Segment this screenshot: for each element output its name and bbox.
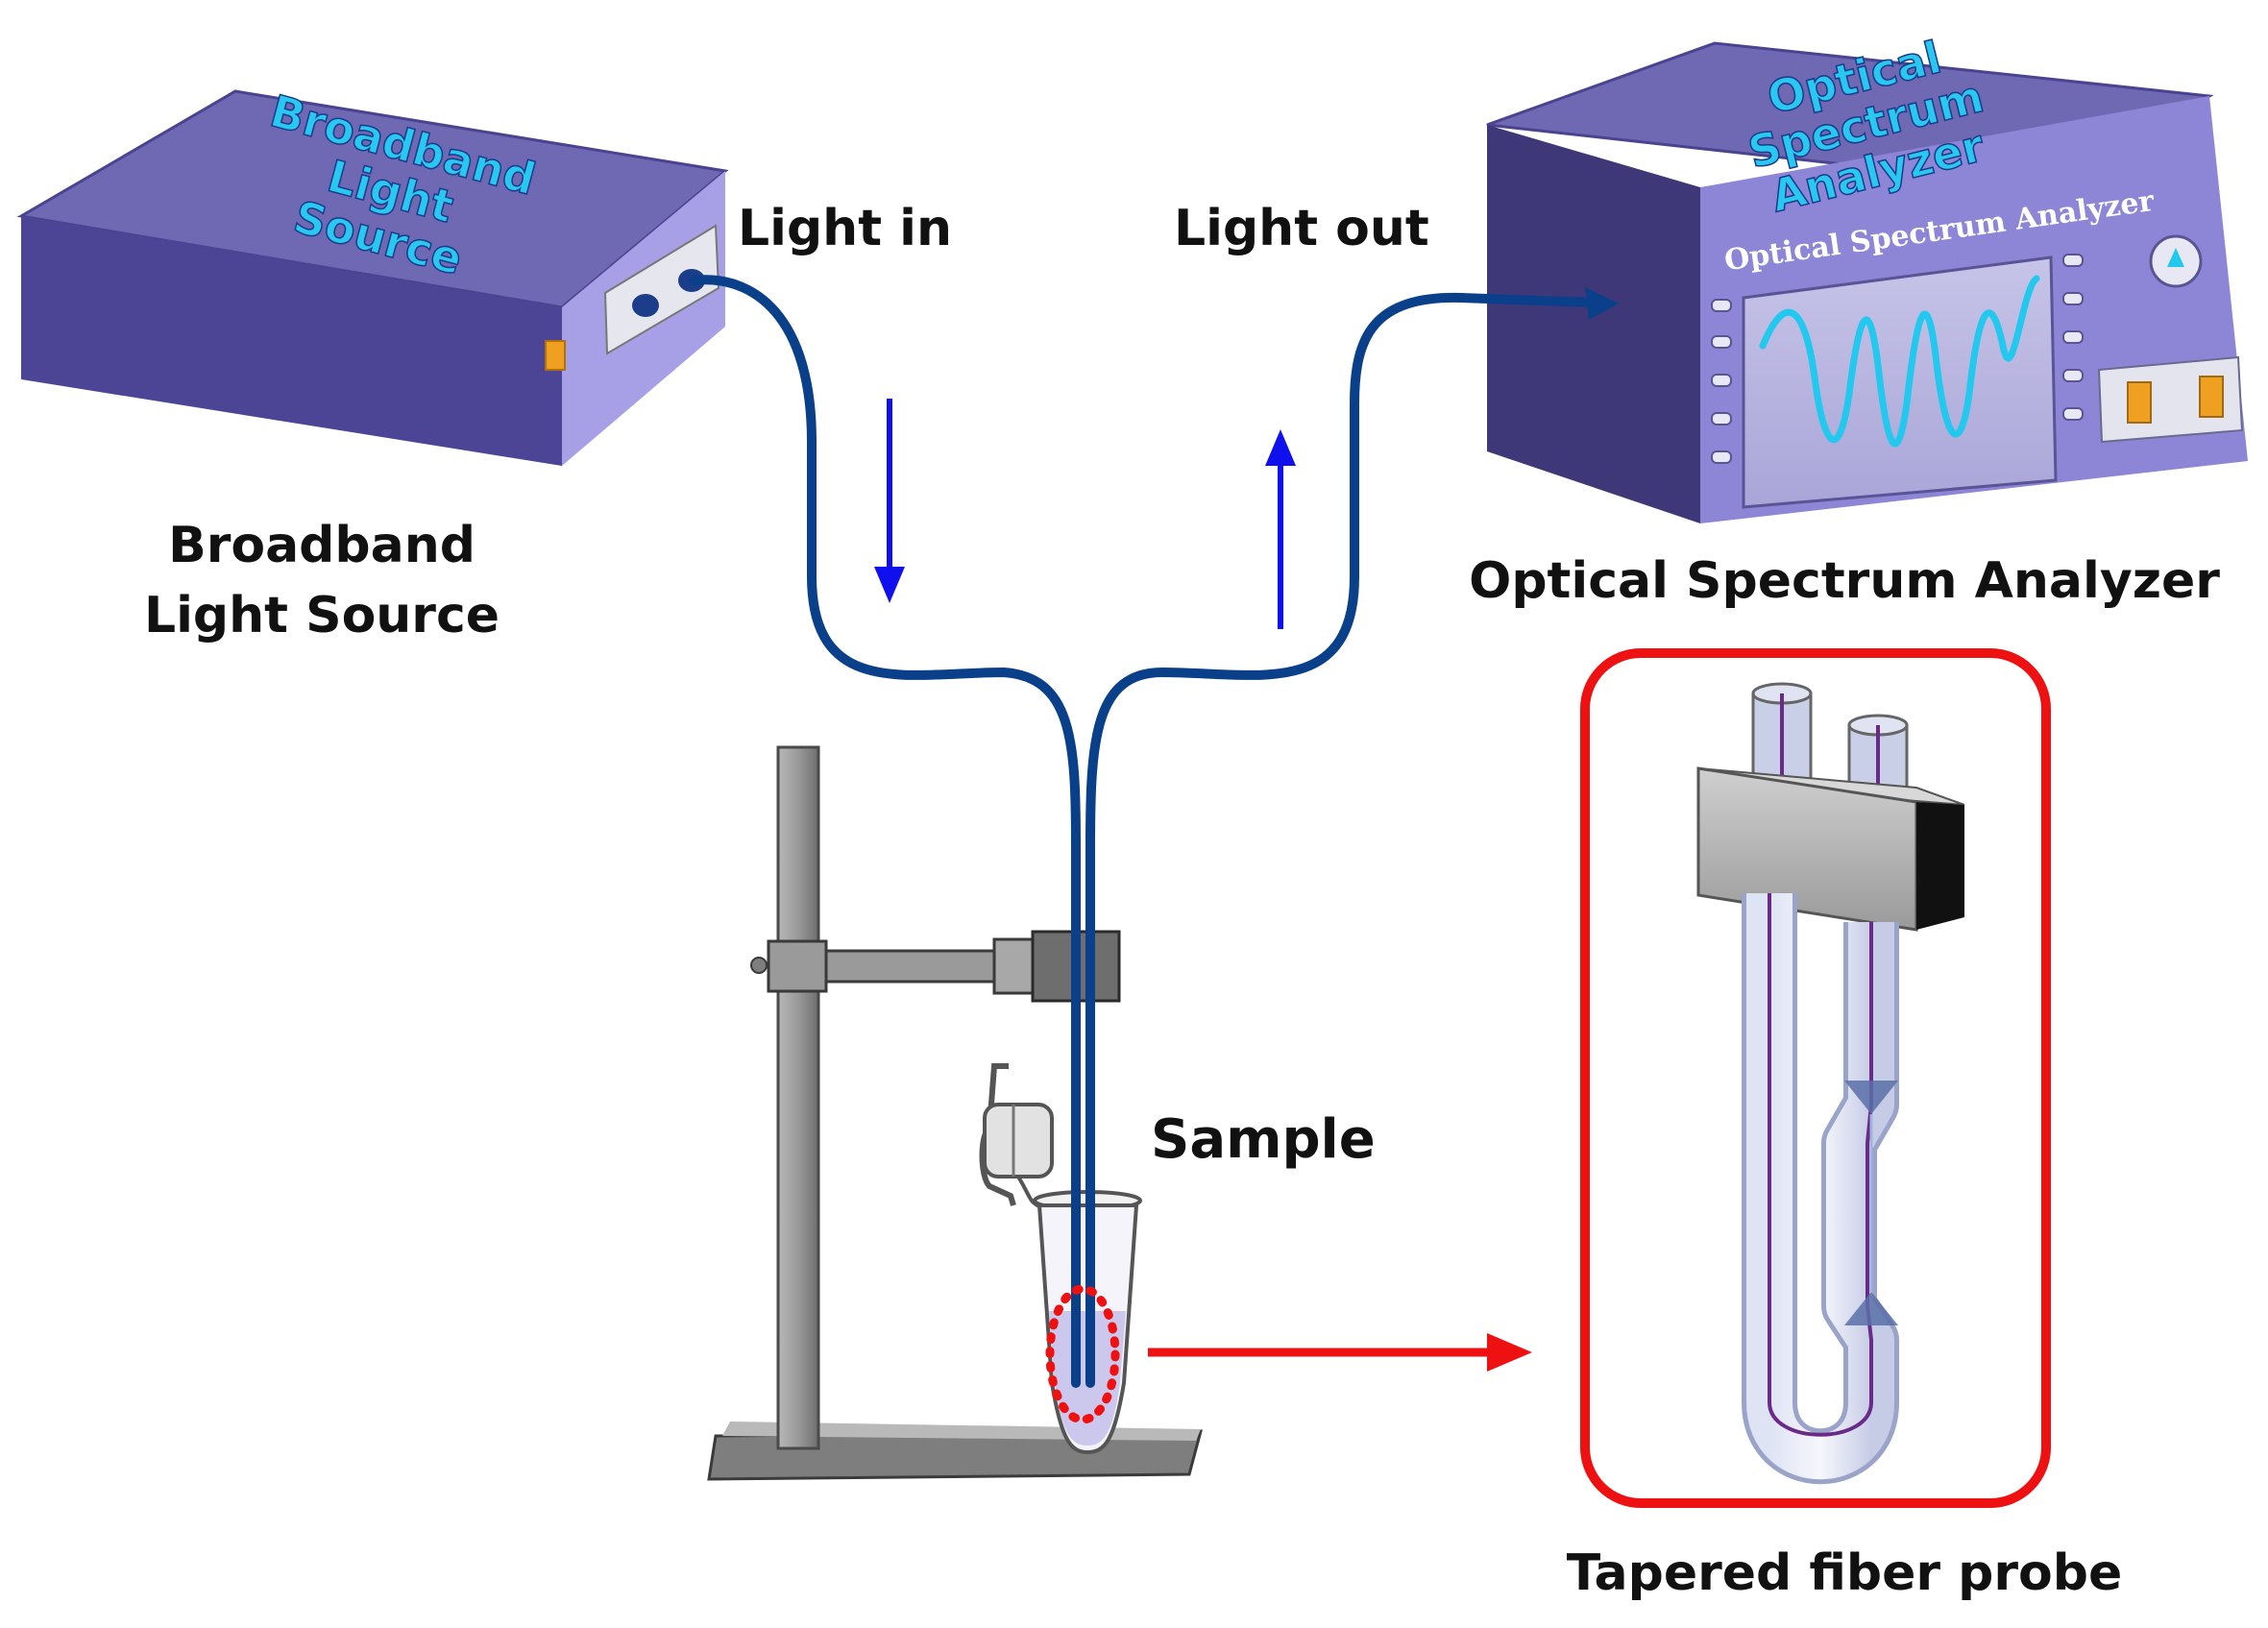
source-port-left: [632, 294, 659, 317]
analyzer-box-left-face: [1487, 125, 1700, 523]
probe-taper-upper: [1844, 1081, 1898, 1114]
analyzer-switch-right: [2199, 376, 2224, 418]
analyzer-spectrum-trace: [1759, 275, 2040, 448]
analyzer-side-button: [2062, 330, 2084, 344]
analyzer-side-button: [1711, 450, 1732, 464]
broadband-light-source-device: Broadband Light Source: [16, 84, 729, 466]
optical-spectrum-analyzer-device: Optical Spectrum Analyzer Optical Spectr…: [1486, 31, 2248, 523]
analyzer-side-button: [1711, 299, 1732, 312]
analyzer-side-button: [2062, 292, 2084, 305]
analyzer-side-button: [2062, 369, 2084, 382]
fiber-in: [689, 275, 1081, 1388]
analyzer-left-buttons: [1711, 299, 1732, 464]
probe-fiber-core: [1768, 893, 1873, 1437]
analyzer-switch-left: [2127, 381, 2152, 424]
lab-stand: [707, 745, 1203, 1481]
analyzer-side-button: [1711, 374, 1732, 387]
source-box-left-face: [21, 216, 562, 466]
fiber-out: [1085, 292, 1599, 1388]
light-out-label: Light out: [1174, 200, 1429, 257]
source-connector-plate: [603, 224, 720, 355]
probe-label: Tapered fiber probe: [1567, 1544, 2122, 1602]
sample-label: Sample: [1151, 1108, 1376, 1171]
stand-rod: [776, 745, 820, 1450]
source-label-line2: Light Source: [144, 587, 500, 644]
source-indicator-light: [545, 340, 566, 371]
probe-highlight-ring: [1045, 1284, 1120, 1424]
fiber-out-arrowhead-icon: [1585, 287, 1619, 320]
analyzer-side-button: [1711, 335, 1732, 349]
stand-clamp-collar: [767, 939, 828, 993]
source-label-line1: Broadband: [168, 517, 476, 574]
analyzer-side-button: [2062, 254, 2084, 267]
light-in-arrow: [874, 399, 905, 603]
analyzer-screen: [1742, 255, 2058, 509]
clamp-screw-icon: [750, 957, 768, 974]
analyzer-label: Optical Spectrum Analyzer: [1469, 552, 2220, 610]
zoom-arrow: [1148, 1333, 1532, 1372]
analyzer-side-button: [2062, 407, 2084, 421]
stand-clamp-arm: [824, 949, 1001, 984]
analyzer-side-button: [1711, 412, 1732, 425]
stand-clamp-jaw: [992, 937, 1035, 995]
up-arrow-icon: [1265, 429, 1296, 466]
light-in-label: Light in: [738, 200, 952, 257]
down-arrow-icon: [874, 567, 905, 603]
analyzer-right-buttons: [2062, 254, 2084, 421]
fiber-cables: [689, 275, 1619, 1388]
analyzer-knob-indicator-icon: [2167, 248, 2184, 267]
tube-cap: [983, 1103, 1054, 1178]
probe-taper-lower: [1844, 1292, 1898, 1325]
right-arrow-icon: [1487, 1333, 1532, 1372]
probe-inset: [1580, 648, 2051, 1508]
probe-holder-end: [1916, 802, 1964, 930]
light-out-arrow: [1265, 429, 1296, 629]
